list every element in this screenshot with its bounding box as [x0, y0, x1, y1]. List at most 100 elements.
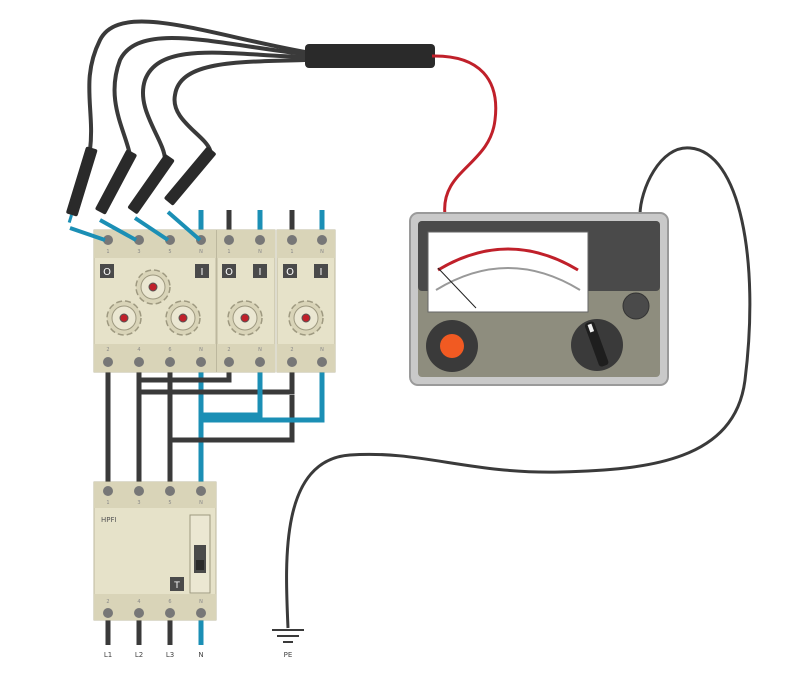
- on-indicator[interactable]: [253, 264, 267, 278]
- probes: [63, 146, 217, 242]
- meter-scale-gray: [435, 267, 581, 291]
- terminal: [255, 357, 265, 367]
- terminal-label: 1: [106, 500, 109, 506]
- off-indicator[interactable]: [283, 264, 297, 278]
- terminal-label: 6: [168, 599, 171, 605]
- wire-neutral-to-breaker2: [201, 368, 325, 423]
- off-indicator[interactable]: [100, 264, 114, 278]
- supply-label-n: N: [198, 651, 203, 659]
- meter-small-button[interactable]: [622, 292, 650, 320]
- probe-3[interactable]: [127, 154, 175, 215]
- terminal: [103, 357, 113, 367]
- terminal: [224, 235, 234, 245]
- terminal-label: 4: [137, 347, 140, 353]
- terminal-label: N: [199, 249, 203, 255]
- terminal-label: 2: [106, 599, 109, 605]
- probe-clip: [99, 218, 137, 242]
- insulation-tester: [409, 212, 669, 386]
- probe-clip: [69, 226, 106, 242]
- terminal-label: 2: [290, 347, 293, 353]
- terminal-label: 2: [227, 347, 230, 353]
- off-indicator[interactable]: [222, 264, 236, 278]
- rcd-lever-tip: [196, 560, 204, 570]
- earth-symbol-icon: [272, 629, 304, 643]
- range-selector-knob[interactable]: [584, 321, 609, 368]
- terminal-label: 5: [168, 249, 171, 255]
- terminal-label: N: [320, 347, 324, 353]
- lead-bundle-sleeve: [305, 44, 435, 68]
- terminal: [287, 235, 297, 245]
- terminal: [317, 357, 327, 367]
- adjust-knob-icon[interactable]: [288, 300, 324, 336]
- terminal-label: 3: [137, 249, 140, 255]
- earth-label: PE: [284, 651, 293, 659]
- terminal: [165, 608, 175, 618]
- test-lead-bundle: [87, 19, 307, 162]
- probe-1[interactable]: [63, 146, 98, 224]
- terminal: [317, 235, 327, 245]
- adjust-knob-icon[interactable]: [135, 269, 171, 305]
- terminal: [134, 357, 144, 367]
- red-test-lead: [431, 54, 498, 216]
- supply-label-l1: L1: [104, 651, 112, 659]
- rcd-test-button-label: T: [173, 581, 180, 591]
- rcd-test-button[interactable]: [170, 577, 184, 591]
- probe-2[interactable]: [95, 149, 138, 215]
- terminal: [224, 357, 234, 367]
- on-indicator-label: I: [320, 267, 323, 278]
- on-indicator-label: I: [201, 267, 204, 278]
- terminal-label: 5: [168, 500, 171, 506]
- on-indicator[interactable]: [195, 264, 209, 278]
- terminal-label: 1: [106, 249, 109, 255]
- terminal-label: N: [320, 249, 324, 255]
- supply-labels: L1 L2 L3 N: [104, 651, 204, 659]
- terminal-label: 1: [290, 249, 293, 255]
- adjust-knob-icon[interactable]: [227, 300, 263, 336]
- terminal: [134, 235, 144, 245]
- breaker-2: 1 N O I 2 N: [276, 229, 336, 373]
- supply-label-l3: L3: [166, 651, 174, 659]
- probe-4[interactable]: [164, 146, 217, 206]
- terminal-label: 6: [168, 347, 171, 353]
- terminal: [134, 608, 144, 618]
- terminal: [165, 486, 175, 496]
- probe-clip: [166, 210, 202, 242]
- off-indicator-label: O: [286, 267, 294, 278]
- terminal: [103, 235, 113, 245]
- terminal-label: N: [199, 599, 203, 605]
- lead-wire: [112, 36, 307, 157]
- off-indicator-label: O: [103, 267, 111, 278]
- probe-clip: [133, 216, 170, 242]
- wire-phase-bus-2: [170, 395, 295, 443]
- meter-scale-red: [437, 247, 579, 272]
- terminal: [287, 357, 297, 367]
- terminal-label: 1: [227, 249, 230, 255]
- terminal: [103, 608, 113, 618]
- meter-dial-window: [427, 231, 589, 313]
- supply-label-l2: L2: [135, 651, 143, 659]
- terminal-label: N: [258, 249, 262, 255]
- adjust-knob-icon[interactable]: [165, 300, 201, 336]
- main-breaker-bottom-strip: [94, 344, 216, 372]
- rcd-label: HPFI: [101, 516, 117, 524]
- off-indicator-label: O: [225, 267, 233, 278]
- meter-needle: [437, 267, 477, 309]
- main-breaker: 1 3 5 N O I 2 4 6 N: [93, 229, 217, 373]
- terminal-label: 3: [137, 500, 140, 506]
- adjust-knob-icon[interactable]: [106, 300, 142, 336]
- on-indicator[interactable]: [314, 264, 328, 278]
- on-indicator-label: I: [259, 267, 262, 278]
- lead-wire: [87, 19, 307, 152]
- rcd-device: 1 3 5 N HPFI T 2 4 6 N: [93, 481, 217, 621]
- test-button[interactable]: [440, 334, 464, 358]
- terminal-label: 2: [106, 347, 109, 353]
- terminal: [196, 608, 206, 618]
- terminal-label: 4: [137, 599, 140, 605]
- wire-neutral-to-breaker1: [201, 368, 263, 418]
- breaker-1: 1 N O I 2 N: [216, 229, 276, 373]
- main-breaker-top-strip: [94, 230, 216, 258]
- terminal: [196, 486, 206, 496]
- terminal: [165, 357, 175, 367]
- terminal: [103, 486, 113, 496]
